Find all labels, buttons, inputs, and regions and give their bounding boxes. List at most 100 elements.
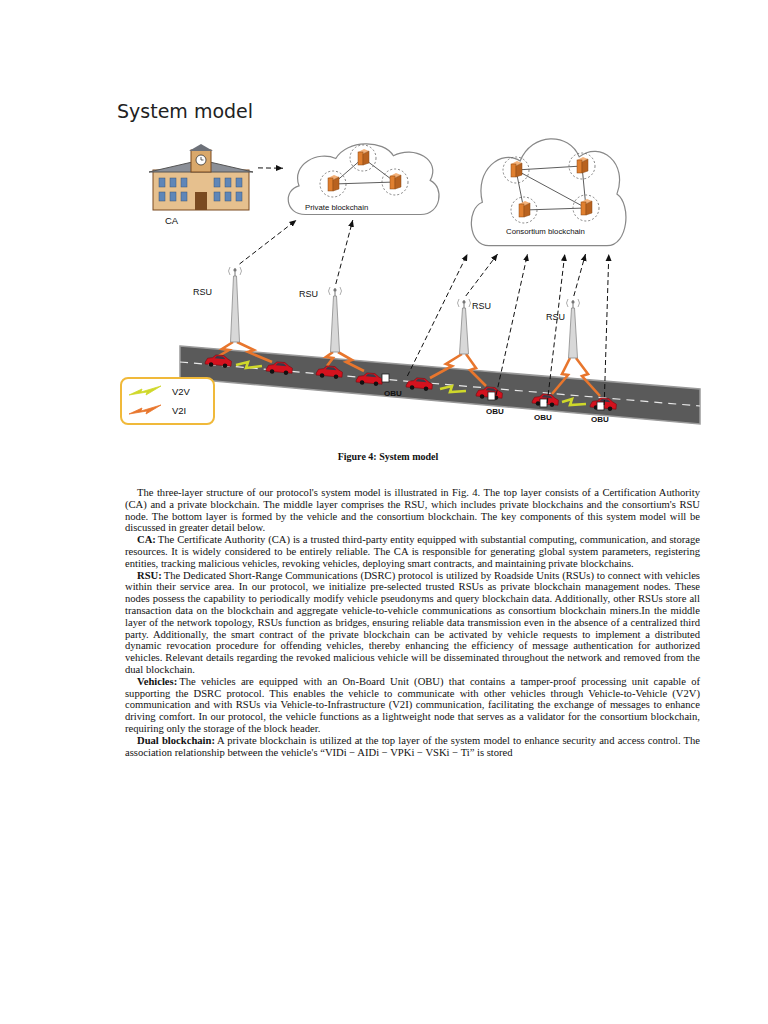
obu-device	[597, 402, 604, 410]
roadside-unit-shape	[544, 296, 588, 362]
car	[356, 372, 383, 386]
dashed-arrow	[604, 254, 609, 405]
clock-tower	[191, 150, 211, 172]
server-side	[582, 159, 588, 173]
server-front	[581, 202, 586, 215]
node-label: CA	[165, 215, 178, 226]
window	[225, 178, 231, 187]
v2v-bolt	[562, 399, 586, 405]
legend-sample	[128, 404, 162, 418]
authority-building-shape	[145, 148, 258, 230]
node-label: RSU	[546, 312, 565, 322]
obu-device	[540, 399, 547, 407]
car	[590, 397, 617, 411]
body-text: The three-layer structure of our protoco…	[125, 487, 700, 758]
window	[214, 192, 220, 201]
paragraph-heading: CA:	[137, 534, 156, 545]
server-ring	[382, 169, 408, 195]
server-side	[363, 151, 369, 165]
server-ring	[511, 197, 537, 223]
node-label: Private blockchain	[305, 203, 368, 212]
server-front	[358, 152, 363, 165]
signal-arc	[240, 267, 242, 275]
paragraph: RSU:The Dedicated Short-Range Communicat…	[125, 570, 700, 676]
server-front	[511, 164, 516, 177]
building-facade	[153, 170, 249, 210]
page-title: System model	[117, 100, 253, 122]
v2i-bolt	[576, 358, 600, 396]
window	[181, 178, 187, 187]
window	[159, 192, 165, 201]
obu-devices	[382, 374, 604, 410]
on-board-unit: OBU	[528, 403, 560, 423]
dashed-arrow	[574, 254, 586, 296]
roadside-unit: RSU	[544, 296, 588, 362]
server-ring	[350, 145, 376, 171]
window	[159, 178, 165, 187]
legend-label: V2I	[172, 405, 186, 416]
paragraph-heading: Vehicles:	[137, 676, 177, 687]
window	[214, 178, 220, 187]
v2v-bolt	[440, 386, 466, 392]
server-ring	[569, 153, 595, 179]
road	[180, 346, 700, 424]
window	[236, 178, 242, 187]
tower-mast	[331, 296, 340, 352]
antenna-tip	[233, 268, 236, 271]
tower-roof	[189, 144, 213, 151]
car	[266, 361, 293, 375]
server-side	[524, 203, 530, 217]
legend-bolt	[129, 405, 161, 414]
legend-row: V2I	[128, 403, 212, 419]
road-marking	[180, 362, 700, 406]
node-label: Consortium blockchain	[506, 227, 585, 236]
server-side	[333, 177, 339, 191]
server-ring	[573, 195, 599, 221]
legend-box: V2VV2I	[120, 377, 215, 425]
obu-device	[488, 392, 495, 400]
legend-row: V2V	[128, 384, 212, 400]
authority-building: CA	[145, 148, 258, 230]
clock-hand	[201, 160, 204, 161]
antenna-tip	[333, 288, 336, 291]
v2i-bolt	[552, 358, 570, 394]
on-board-unit: OBU	[585, 405, 617, 425]
chain-link	[524, 208, 586, 210]
node-label: OBU	[534, 413, 552, 422]
roadside-unit: RSU	[190, 264, 252, 346]
antenna-tip	[462, 300, 465, 303]
blockchain-cloud: Private blockchain	[283, 138, 443, 220]
dashed-arrow	[336, 220, 353, 284]
chain-link	[516, 170, 586, 208]
server-side	[516, 163, 522, 177]
signal-arc	[329, 287, 331, 295]
paragraph: Dual blockchain:A private blockchain is …	[125, 735, 700, 759]
paragraph-text: The three-layer structure of our protoco…	[125, 487, 700, 533]
v2i-bolt	[326, 352, 333, 366]
window	[181, 192, 187, 201]
tower-mast	[231, 276, 240, 342]
cloud-outline	[471, 139, 626, 246]
roadside-unit-shape	[190, 264, 252, 346]
tower-mast	[460, 308, 469, 354]
door	[195, 192, 207, 210]
clock-face	[196, 155, 206, 165]
car	[406, 377, 433, 391]
server-ring	[320, 171, 346, 197]
car	[205, 354, 232, 368]
cloud-outline	[288, 144, 439, 215]
paragraph: Vehicles:The vehicles are equipped with …	[125, 676, 700, 735]
signal-arc	[469, 299, 471, 307]
roadside-unit: RSU	[296, 284, 348, 356]
dashed-arrow	[407, 254, 467, 376]
chain-link	[516, 166, 582, 170]
server-ring	[503, 157, 529, 183]
paragraph-heading: RSU:	[137, 570, 162, 581]
dashed-arrow	[466, 254, 498, 296]
on-board-unit: OBU	[378, 376, 410, 400]
car	[532, 393, 559, 407]
paragraph-text: The Certificate Authority (CA) is a trus…	[125, 534, 700, 569]
chain-link	[333, 182, 395, 184]
node-label: RSU	[472, 301, 491, 311]
car	[316, 365, 343, 379]
